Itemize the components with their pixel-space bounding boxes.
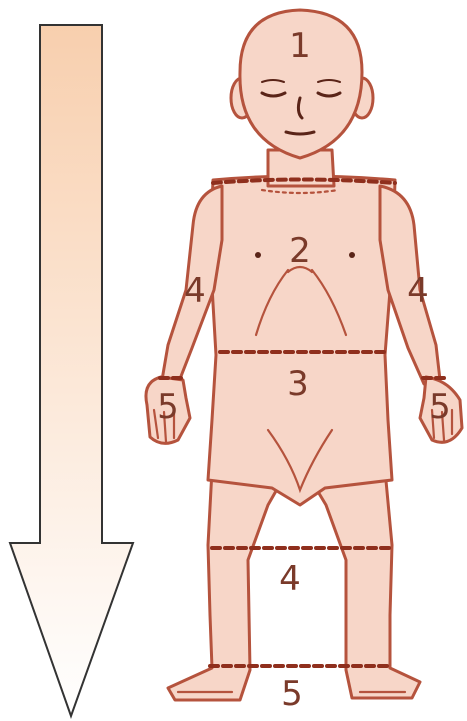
- zone-number-hips: 3: [287, 364, 309, 404]
- torso: [208, 176, 395, 505]
- zone-number-head: 1: [289, 26, 311, 66]
- left-nipple: [255, 252, 261, 258]
- zone-number-torso: 2: [289, 231, 311, 271]
- right-nipple: [349, 252, 355, 258]
- zone-number-right-hand: 5: [429, 387, 451, 427]
- zone-number-left-arm: 4: [184, 271, 206, 311]
- zone-number-left-hand: 5: [157, 387, 179, 427]
- human-figure: [146, 10, 462, 700]
- zone-number-right-arm: 4: [407, 271, 429, 311]
- zone-number-legs: 4: [279, 559, 301, 599]
- zone-number-feet: 5: [281, 674, 303, 714]
- right-leg: [305, 470, 420, 698]
- downward-arrow-icon: [10, 25, 133, 716]
